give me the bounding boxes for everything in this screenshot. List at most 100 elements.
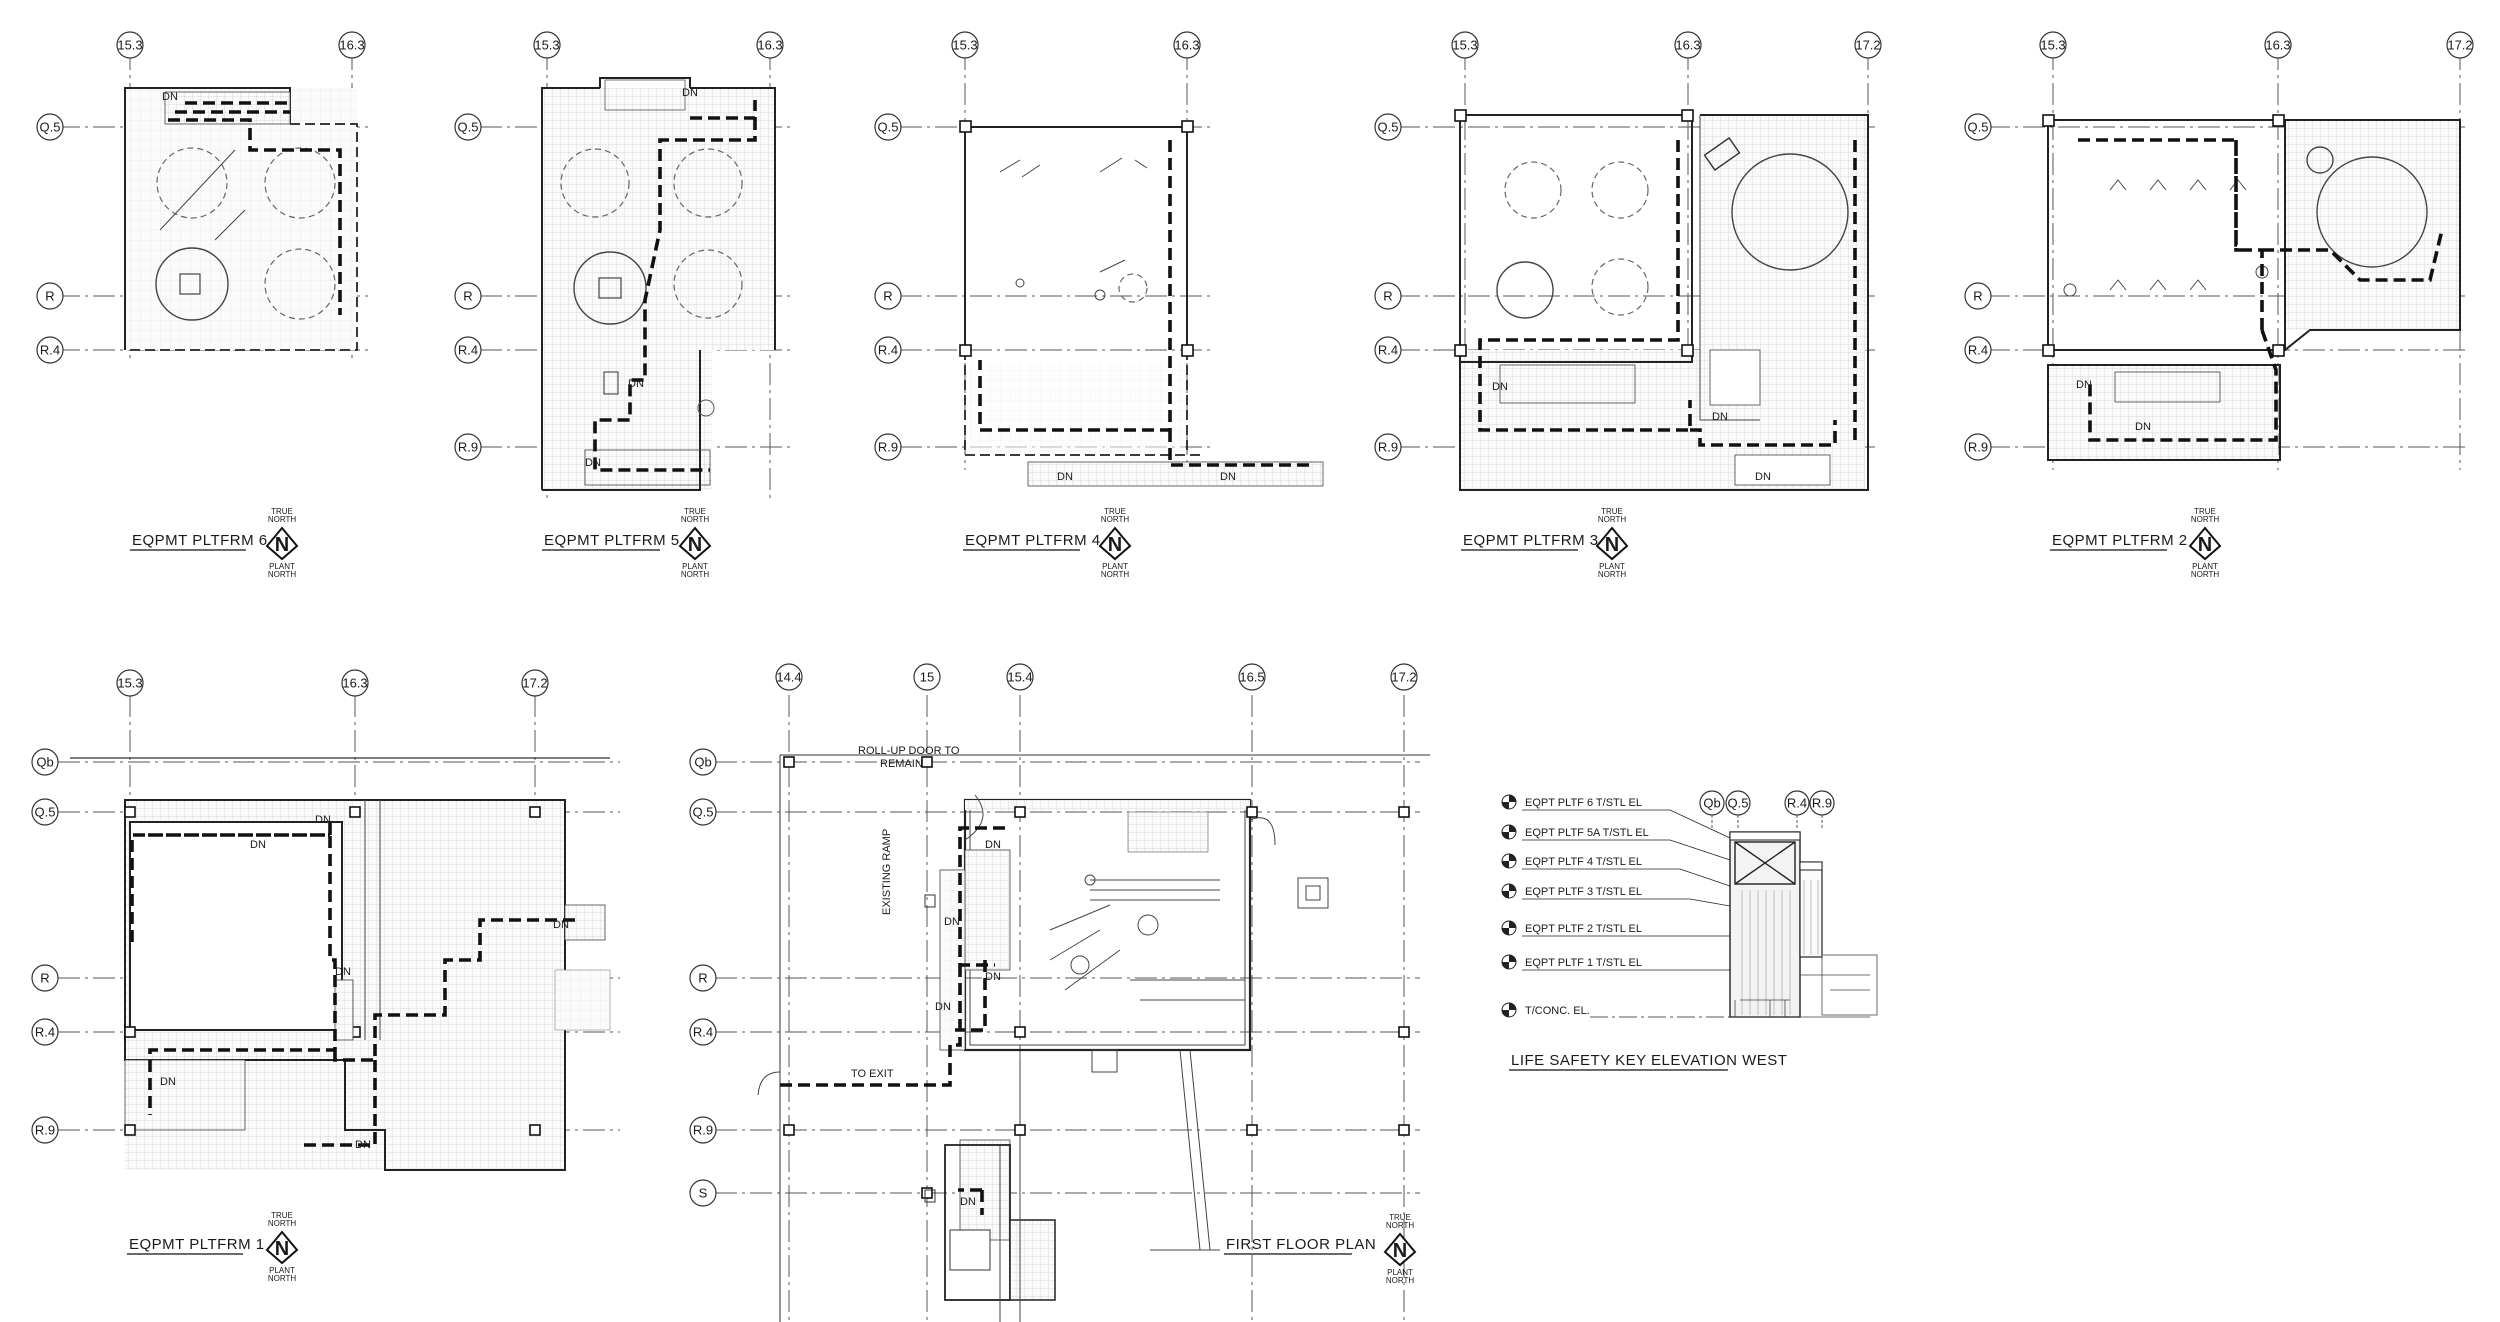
- svg-text:N: N: [1393, 1240, 1407, 1262]
- svg-text:S: S: [699, 1186, 708, 1201]
- grid-bubble: 17.2: [1390, 663, 1418, 691]
- svg-text:16.3: 16.3: [339, 38, 364, 53]
- elevation-level-tag: EQPT PLTF 5A T/STL EL: [1501, 824, 1731, 861]
- svg-text:16.3: 16.3: [1174, 38, 1199, 53]
- svg-text:R: R: [1383, 289, 1392, 304]
- svg-text:DN: DN: [985, 839, 1001, 851]
- svg-text:15: 15: [920, 670, 934, 685]
- svg-text:N: N: [1605, 534, 1619, 556]
- svg-text:N: N: [2198, 534, 2212, 556]
- grid-bubble: Q.5: [689, 798, 717, 826]
- elevation-level-tag: T/CONC. EL.: [1501, 1002, 1730, 1018]
- svg-text:R.9: R.9: [1378, 440, 1398, 455]
- svg-text:EQPMT PLTFRM 1: EQPMT PLTFRM 1: [129, 1236, 265, 1253]
- grid-bubble: 15.3: [2039, 31, 2067, 59]
- svg-text:NORTH: NORTH: [268, 515, 297, 524]
- platform-4-plan: 15.3 16.3 Q.5 R R.4 R.9 DN DN: [874, 31, 1324, 487]
- svg-text:PLANT: PLANT: [269, 1266, 295, 1275]
- grid-bubble: 16.3: [1674, 31, 1702, 59]
- first-floor-title: FIRST FLOOR PLAN: [1224, 1236, 1376, 1255]
- grid-bubble: 15.3: [116, 31, 144, 59]
- grid-bubble: 15.3: [533, 31, 561, 59]
- grid-bubble: R: [31, 964, 59, 992]
- north-arrow-icon: TRUE NORTH N PLANT NORTH: [1383, 1213, 1417, 1285]
- svg-text:EXISTING RAMP: EXISTING RAMP: [881, 829, 893, 915]
- svg-text:EQPMT PLTFRM 3: EQPMT PLTFRM 3: [1463, 532, 1599, 549]
- svg-text:15.3: 15.3: [952, 38, 977, 53]
- svg-text:R.9: R.9: [458, 440, 478, 455]
- grid-bubble: Qb: [689, 748, 717, 776]
- svg-text:DN: DN: [162, 91, 178, 103]
- svg-text:EQPMT PLTFRM 4: EQPMT PLTFRM 4: [965, 532, 1101, 549]
- grid-bubble: R.4: [689, 1018, 717, 1046]
- grid-bubble: 16.5: [1238, 663, 1266, 691]
- svg-text:DN: DN: [2076, 379, 2092, 391]
- north-arrow-icon: TRUE NORTH N PLANT NORTH: [265, 507, 299, 579]
- svg-text:N: N: [688, 534, 702, 556]
- svg-text:17.2: 17.2: [1391, 670, 1416, 685]
- svg-text:15.3: 15.3: [117, 38, 142, 53]
- svg-text:15.3: 15.3: [2040, 38, 2065, 53]
- svg-text:DN: DN: [1492, 381, 1508, 393]
- svg-text:PLANT: PLANT: [1599, 562, 1625, 571]
- svg-text:DN: DN: [628, 378, 644, 390]
- svg-text:R.9: R.9: [35, 1123, 55, 1138]
- svg-text:DN: DN: [1220, 471, 1236, 483]
- grid-bubble: Q.5: [454, 113, 482, 141]
- svg-text:NORTH: NORTH: [1101, 570, 1130, 579]
- elevation-level-tag: EQPT PLTF 4 T/STL EL: [1501, 853, 1731, 887]
- svg-text:17.2: 17.2: [522, 676, 547, 691]
- svg-text:Q.5: Q.5: [693, 805, 714, 820]
- svg-text:DN: DN: [960, 1196, 976, 1208]
- grid-bubble: R.9: [1964, 433, 1992, 461]
- grid-bubble: 15.4: [1006, 663, 1034, 691]
- svg-text:Q.5: Q.5: [40, 120, 61, 135]
- grid-bubble: 15.3: [1451, 31, 1479, 59]
- svg-text:TRUE: TRUE: [271, 507, 293, 516]
- svg-text:EQPT PLTF 3 T/STL EL: EQPT PLTF 3 T/STL EL: [1525, 886, 1642, 898]
- svg-text:R.4: R.4: [1378, 343, 1398, 358]
- svg-text:TRUE: TRUE: [271, 1211, 293, 1220]
- svg-text:NORTH: NORTH: [268, 570, 297, 579]
- grid-bubble: 17.2: [521, 669, 549, 697]
- svg-text:NORTH: NORTH: [1386, 1221, 1415, 1230]
- platform-3-plan: 15.3 16.3 17.2 Q.5 R R.4 R.9 DN DN DN: [1374, 31, 1882, 491]
- svg-text:15.4: 15.4: [1007, 670, 1032, 685]
- platform-2-title: EQPMT PLTFRM 2: [2050, 532, 2188, 551]
- grid-bubble: R.4: [1374, 336, 1402, 364]
- svg-text:15.3: 15.3: [117, 676, 142, 691]
- svg-text:Q.5: Q.5: [878, 120, 899, 135]
- svg-text:T/CONC. EL.: T/CONC. EL.: [1525, 1005, 1590, 1017]
- grid-bubble: Q.5: [1374, 113, 1402, 141]
- svg-text:EQPMT PLTFRM 2: EQPMT PLTFRM 2: [2052, 532, 2188, 549]
- svg-text:16.3: 16.3: [1675, 38, 1700, 53]
- svg-text:16.3: 16.3: [2265, 38, 2290, 53]
- grid-bubble: R: [454, 282, 482, 310]
- key-elevation-title: LIFE SAFETY KEY ELEVATION WEST: [1509, 1052, 1787, 1071]
- svg-text:R.4: R.4: [1968, 343, 1988, 358]
- svg-text:R.4: R.4: [35, 1025, 55, 1040]
- grid-bubble: 17.2: [1854, 31, 1882, 59]
- svg-text:DN: DN: [1712, 411, 1728, 423]
- grid-bubble: Q.5: [1964, 113, 1992, 141]
- platform-6-plan: 15.3 16.3 Q.5 R R.4 DN: [36, 31, 370, 364]
- svg-text:TRUE: TRUE: [2194, 507, 2216, 516]
- platform-5-plan: 15.3 16.3 Q.5 R R.4 R.9 DN DN DN: [454, 31, 790, 500]
- svg-text:DN: DN: [585, 457, 601, 469]
- grid-bubble: R.4: [454, 336, 482, 364]
- svg-text:Q.5: Q.5: [1728, 796, 1749, 811]
- platform-1-plan: 15.3 16.3 17.2 Qb Q.5 R R.4 R.9 DN DN DN…: [31, 669, 620, 1171]
- svg-text:R: R: [698, 971, 707, 986]
- svg-text:DN: DN: [2135, 421, 2151, 433]
- svg-text:R.9: R.9: [878, 440, 898, 455]
- svg-text:TRUE: TRUE: [1104, 507, 1126, 516]
- svg-text:PLANT: PLANT: [269, 562, 295, 571]
- elevation-level-tag: EQPT PLTF 3 T/STL EL: [1501, 883, 1731, 907]
- svg-text:DN: DN: [160, 1076, 176, 1088]
- grid-bubble: R: [1964, 282, 1992, 310]
- grid-bubble: R.9: [1374, 433, 1402, 461]
- svg-text:DN: DN: [935, 1001, 951, 1013]
- first-floor-plan: 14.4 15 15.4 16.5 17.2 Qb Q.5 R R.4 R.9 …: [689, 663, 1430, 1322]
- grid-bubble: R.4: [31, 1018, 59, 1046]
